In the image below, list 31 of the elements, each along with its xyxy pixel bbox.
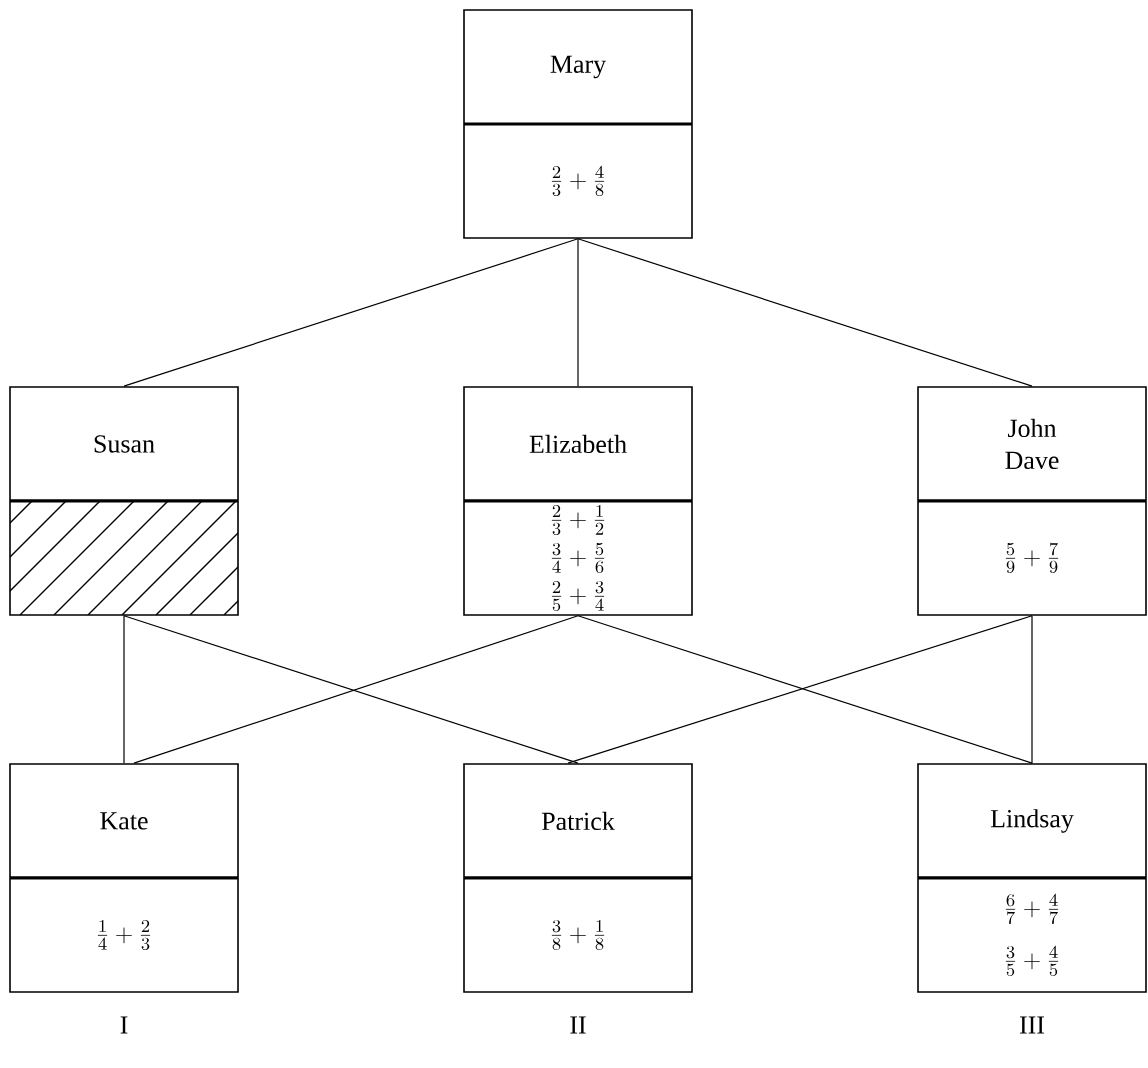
person-box: [9, 386, 239, 616]
connector-line: [577, 238, 1033, 387]
formula: $\frac{2}{3} + \frac{1}{2}$: [551, 504, 605, 536]
name-text: Susan: [94, 435, 155, 453]
person-box: [463, 763, 693, 993]
column-numeral: III: [1019, 1016, 1045, 1034]
formula: $\frac{1}{4} + \frac{2}{3}$: [97, 919, 151, 951]
formula: $\frac{2}{3} + \frac{4}{8}$: [551, 165, 605, 197]
name-text: Mary: [550, 55, 607, 79]
person-box: [917, 763, 1147, 993]
person-box: [9, 763, 239, 993]
formula: $\frac{2}{5} + \frac{3}{4}$: [551, 580, 605, 612]
name-text: Lindsay: [990, 809, 1074, 833]
connector-line: [1031, 615, 1033, 764]
formula: $\frac{3}{8} + \frac{1}{8}$: [551, 919, 605, 951]
formula: $\frac{6}{7} + \frac{4}{7}$: [1005, 893, 1059, 925]
formula: $\frac{3}{5} + \frac{4}{5}$: [1005, 945, 1059, 977]
name-text: Elizabeth: [529, 434, 627, 454]
column-numeral: II: [570, 1016, 586, 1034]
connector-line: [577, 238, 579, 387]
formula: $\frac{5}{9} + \frac{7}{9}$: [1005, 542, 1059, 574]
name-text: John Dave: [1005, 418, 1059, 470]
person-box: [463, 386, 693, 616]
name-text: Patrick: [541, 811, 615, 831]
person-box: [463, 9, 693, 239]
connector-line: [123, 615, 125, 764]
connector-line: [123, 238, 579, 387]
name-text: Kate: [100, 812, 148, 830]
person-box: [917, 386, 1147, 616]
formula: $\frac{3}{4} + \frac{5}{6}$: [551, 542, 605, 574]
column-numeral: I: [120, 1016, 128, 1034]
